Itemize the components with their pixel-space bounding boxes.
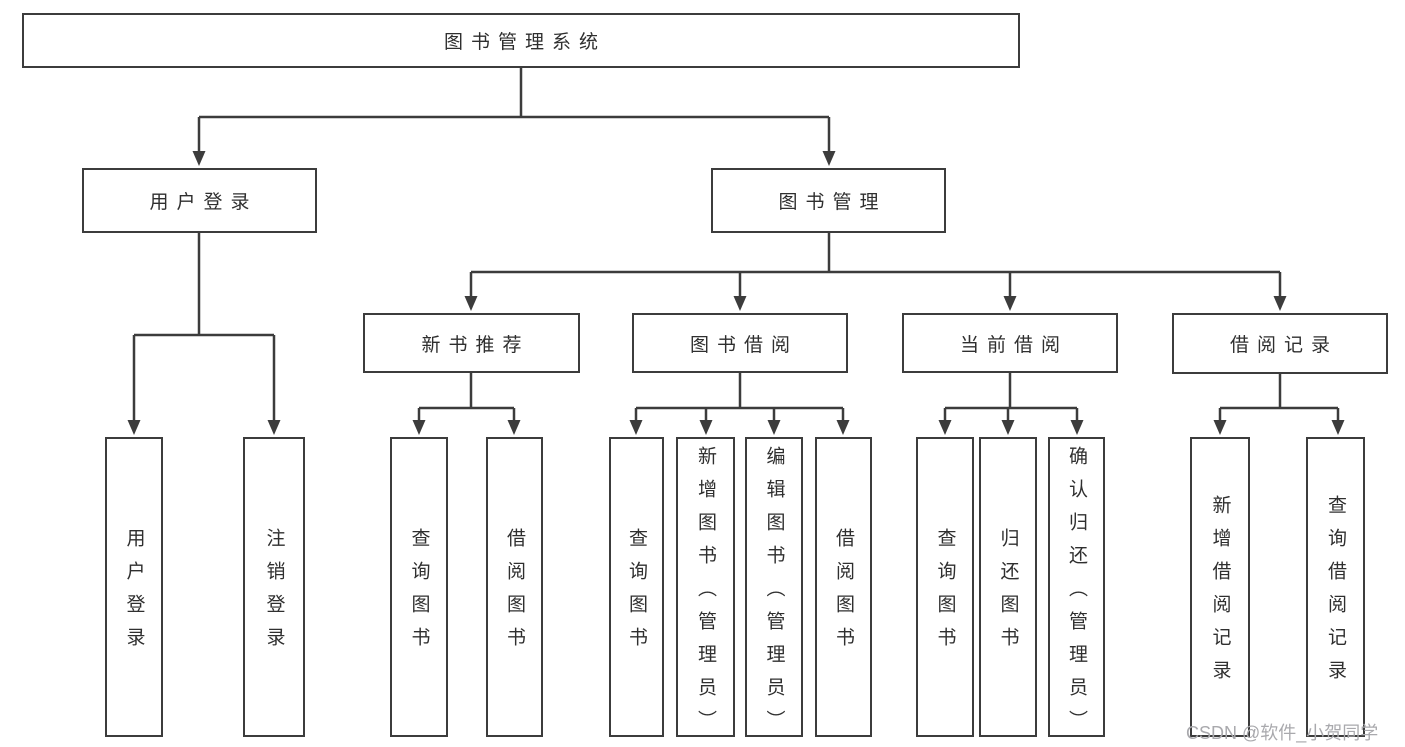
node-borrowing-records-label: 借阅记录 (1229, 335, 1338, 356)
node-current-borrowing: 当前借阅 (902, 313, 1118, 373)
arrowheads-book-borrowing-children (629, 420, 850, 435)
leaf-borrow-books-recommend: 借阅图书 (486, 437, 543, 737)
node-root: 图书管理系统 (22, 13, 1020, 68)
leaf-add-book-admin-label: 新增图书（管理员） (695, 445, 716, 743)
node-book-borrowing: 图书借阅 (632, 313, 848, 373)
connector-root-children (197, 68, 831, 153)
node-book-borrowing-label: 图书借阅 (689, 334, 798, 356)
arrowheads-book-management-children (464, 296, 1287, 311)
node-new-book-recommend-label: 新书推荐 (421, 334, 530, 356)
leaf-query-books-current-label: 查询图书 (934, 528, 956, 660)
leaf-confirm-return-admin-label: 确认归还（管理员） (1066, 445, 1087, 743)
leaf-logout: 注销登录 (243, 437, 305, 737)
leaf-add-book-admin: 新增图书（管理员） (676, 437, 735, 743)
arrowheads-borrowing-records-children (1213, 420, 1345, 435)
leaf-query-books-current: 查询图书 (916, 437, 974, 737)
node-current-borrowing-label: 当前借阅 (959, 334, 1068, 356)
connector-book-borrowing-children (634, 373, 845, 424)
connector-current-borrowing-children (943, 373, 1079, 424)
arrowheads-current-borrowing-children (938, 420, 1084, 435)
node-user-login: 用户登录 (82, 168, 317, 233)
leaf-query-borrow-record: 查询借阅记录 (1306, 437, 1365, 737)
node-book-management: 图书管理 (711, 168, 946, 233)
leaf-return-books: 归还图书 (979, 437, 1037, 737)
node-root-label: 图书管理系统 (443, 32, 606, 53)
node-new-book-recommend: 新书推荐 (363, 313, 580, 373)
leaf-user-login: 用户登录 (105, 437, 163, 737)
arrowheads-user-login-children (127, 420, 281, 435)
node-user-login-label: 用户登录 (149, 192, 258, 213)
leaf-return-books-label: 归还图书 (997, 528, 1019, 660)
leaf-add-borrow-record: 新增借阅记录 (1190, 437, 1250, 737)
leaf-query-borrow-record-label: 查询借阅记录 (1325, 495, 1346, 693)
connector-borrowing-records-children (1218, 374, 1340, 424)
leaf-logout-label: 注销登录 (263, 528, 285, 660)
leaf-borrow-books-borrowing: 借阅图书 (815, 437, 872, 737)
leaf-query-books-recommend-label: 查询图书 (408, 528, 430, 660)
connector-book-management-children (469, 233, 1282, 300)
node-book-management-label: 图书管理 (778, 192, 887, 213)
leaf-query-books-borrowing-label: 查询图书 (626, 528, 647, 660)
leaf-edit-book-admin-label: 编辑图书（管理员） (763, 445, 785, 743)
node-borrowing-records: 借阅记录 (1172, 313, 1388, 374)
leaf-query-books-recommend: 查询图书 (390, 437, 448, 737)
connector-new-book-recommend-children (417, 373, 516, 424)
leaf-confirm-return-admin: 确认归还（管理员） (1048, 437, 1105, 743)
leaf-edit-book-admin: 编辑图书（管理员） (745, 437, 803, 743)
leaf-add-borrow-record-label: 新增借阅记录 (1209, 495, 1231, 693)
leaf-borrow-books-borrowing-label: 借阅图书 (833, 528, 854, 660)
leaf-user-login-label: 用户登录 (123, 528, 145, 660)
arrowheads-root-children (192, 151, 836, 166)
watermark: CSDN @软件_小贺同学 (1186, 723, 1379, 743)
leaf-borrow-books-recommend-label: 借阅图书 (504, 528, 525, 660)
leaf-query-books-borrowing: 查询图书 (609, 437, 664, 737)
connector-user-login-children (132, 233, 276, 424)
arrowheads-new-book-recommend-children (412, 420, 521, 435)
